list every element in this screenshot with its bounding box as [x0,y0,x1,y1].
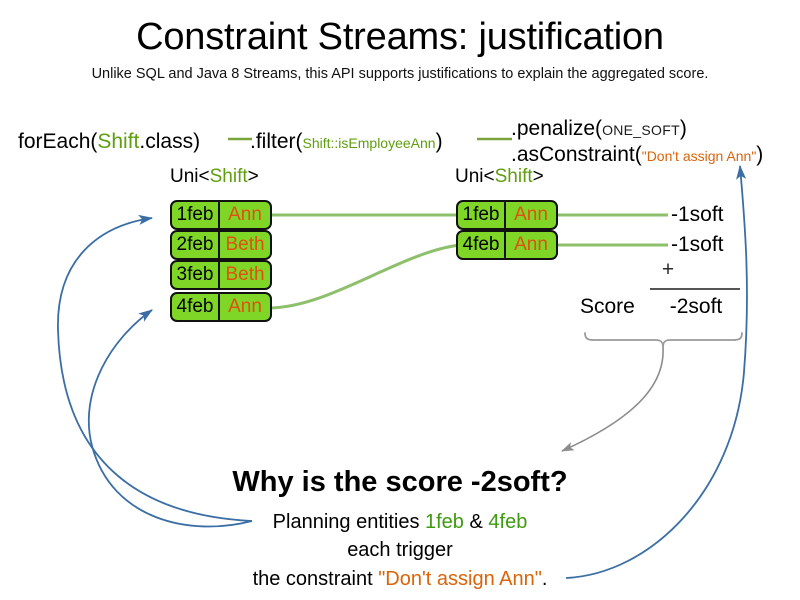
code-asconstraint: .asConstraint("Don't assign Ann") [511,142,763,168]
score-explanation-arrow [561,346,664,452]
explanation-amp: & [463,511,489,533]
table-row[interactable]: 1feb Ann [456,200,558,230]
explanation-line-3: the constraint "Don't assign Ann". [0,565,800,593]
cell-date: 2feb [172,232,220,258]
code-asconstraint-suffix: ) [756,143,764,167]
explanation-line-1: Planning entities 1feb & 4feb [0,508,800,536]
code-filter-prefix: .filter( [250,130,303,153]
code-foreach-prefix: forEach( [18,130,98,153]
uni-left-prefix: Uni< [170,166,210,187]
cell-name: Beth [225,264,265,285]
uni-label-right: Uni<Shift> [455,166,544,188]
explanation-question: Why is the score -2soft? [232,466,568,498]
explanation-line3-prefix: the constraint [252,567,379,590]
cell-date: 4feb [458,232,506,258]
cell-name: Ann [228,296,262,317]
penalty-label-1: -1soft [671,203,724,226]
code-foreach-type: Shift [97,130,140,153]
score-brace [584,332,743,348]
code-filter: .filter(Shift::isEmployeeAnn) [250,129,443,155]
cell-date: 3feb [172,262,220,288]
code-filter-arg: Shift::isEmployeeAnn [302,135,436,151]
explanation-constraint-name: "Don't assign Ann" [378,567,542,590]
cell-name: Ann [514,204,548,225]
explanation-entity-b: 4feb [488,511,528,533]
total-score-value: -2soft [669,295,723,318]
code-penalize-arg: ONE_SOFT [602,122,680,138]
cell-date: 1feb [458,202,506,228]
explanation-line3-suffix: . [541,567,548,590]
table-row[interactable]: 2feb Beth [170,230,272,260]
code-asconstraint-arg: "Don't assign Ann" [641,148,757,165]
uni-right-prefix: Uni< [455,166,495,187]
cell-name: Beth [225,234,265,255]
cell-date: 4feb [172,294,220,320]
code-penalize-suffix: ) [679,117,687,140]
cell-name: Ann [228,204,262,225]
code-terminal-block: .penalize(ONE_SOFT) .asConstraint("Don't… [511,116,763,168]
uni-label-left: Uni<Shift> [170,166,259,188]
explanation-entity-a: 1feb [425,511,464,533]
table-row[interactable]: 4feb Ann [456,230,558,260]
table-row[interactable]: 3feb Beth [170,260,272,290]
code-asconstraint-prefix: .asConstraint( [511,143,642,167]
code-filter-suffix: ) [435,130,443,153]
score-label: Score [580,295,635,318]
uni-right-type: Shift [494,166,533,187]
explanation-line-2: each trigger [347,539,453,562]
explanation-line1-prefix: Planning entities [272,511,425,533]
connector-4feb [267,243,461,310]
cell-date: 1feb [172,202,220,228]
table-row[interactable]: 4feb Ann [170,292,272,322]
table-row[interactable]: 1feb Ann [170,200,272,230]
uni-right-suffix: > [532,166,544,187]
code-penalize: .penalize(ONE_SOFT) [511,116,763,142]
uni-left-type: Shift [209,166,248,187]
code-foreach: forEach(Shift.class) [18,129,200,155]
plus-sign: + [661,258,675,281]
code-penalize-prefix: .penalize( [511,117,603,140]
explanation-body: Planning entities 1feb & 4feb each trigg… [0,508,800,593]
code-foreach-suffix: .class) [139,130,201,153]
page-subtitle: Unlike SQL and Java 8 Streams, this API … [91,66,709,82]
penalty-label-2: -1soft [671,233,724,256]
cell-name: Ann [514,234,548,255]
uni-left-suffix: > [247,166,259,187]
sum-divider-rule [650,288,740,290]
page-title: Constraint Streams: justification [136,16,664,58]
